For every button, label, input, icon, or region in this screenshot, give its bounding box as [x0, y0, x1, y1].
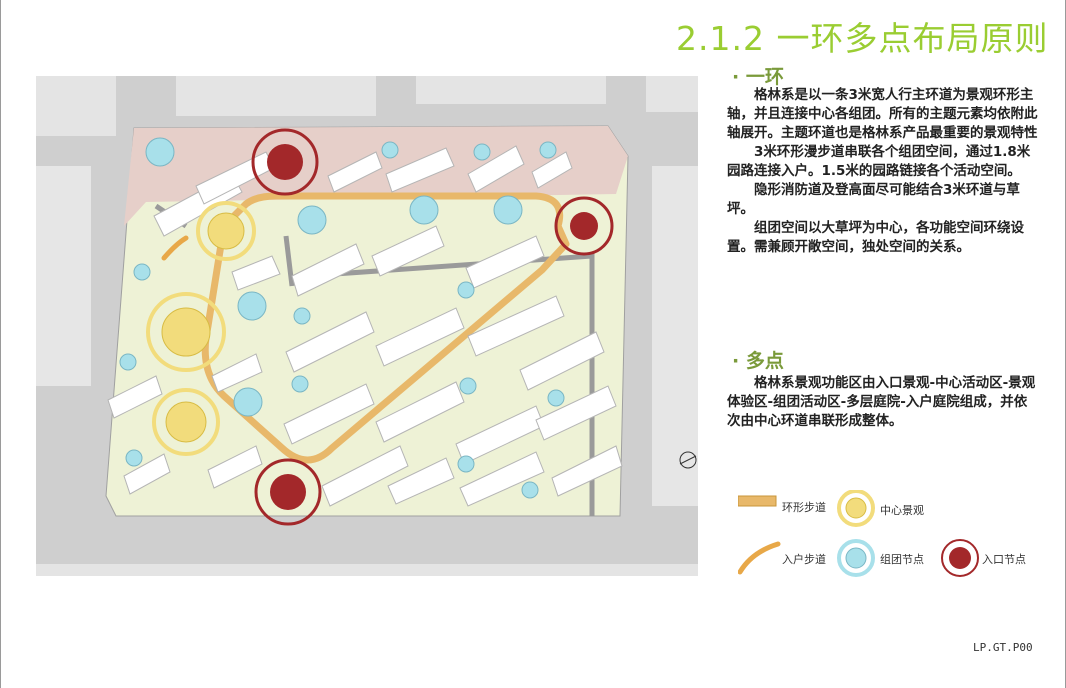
ring-paragraph-3: 隐形消防道及登高面尽可能结合3米环道与草坪。	[727, 182, 1020, 217]
page-title: 2.1.2 一环多点布局原则	[676, 19, 1049, 58]
legend-label-entrance-node: 入口节点	[982, 553, 1026, 566]
ring-paragraph-2: 3米环形漫步道串联各个组团空间，通过1.8米园路连接入户。1.5米的园路链接各个…	[727, 144, 1031, 179]
center-landscape-nodes	[146, 201, 256, 456]
building-block	[646, 76, 698, 112]
legend-label-ring-path: 环形步道	[782, 501, 826, 514]
entry-path	[161, 235, 189, 261]
ring-path-swatch	[738, 495, 777, 507]
section-heading-points: · 多点	[732, 350, 784, 372]
section-body-points: 格林系景观功能区由入口景观-中心活动区-景观体验区-组团活动区-多层庭院-入户庭…	[727, 374, 1039, 431]
ring-paragraph-1: 格林系是以一条3米宽人行主环道为景观环形主轴，并且连接中心各组团。所有的主题元素…	[727, 87, 1038, 141]
ring-paragraph-4: 组团空间以大草坪为中心，各功能空间环绕设置。需兼顾开敞空间，独处空间的关系。	[727, 220, 1024, 255]
building-block	[176, 76, 376, 116]
center-landscape-swatch	[837, 490, 875, 527]
building-block	[36, 564, 698, 576]
entry-plaza	[124, 126, 628, 226]
legend-label-entry-path: 入户步道	[782, 553, 826, 566]
entrance-nodes	[251, 128, 614, 526]
legend-label-group-node: 组团节点	[880, 553, 924, 566]
points-paragraph-1: 格林系景观功能区由入口景观-中心活动区-景观体验区-组团活动区-多层庭院-入户庭…	[727, 375, 1036, 429]
legend	[738, 490, 979, 577]
legend-label-center-landscape: 中心景观	[880, 504, 924, 517]
building-block	[36, 166, 91, 386]
section-body-ring: 格林系是以一条3米宽人行主环道为景观环形主轴，并且连接中心各组团。所有的主题元素…	[727, 86, 1039, 257]
building-block	[36, 76, 116, 136]
building-row	[107, 145, 623, 507]
group-nodes	[119, 137, 565, 499]
building-block	[416, 76, 606, 104]
building-block	[652, 166, 698, 506]
entry-path-swatch	[738, 541, 781, 575]
ring-path	[201, 192, 570, 464]
group-node-swatch	[837, 539, 875, 577]
entrance-node-swatch	[941, 539, 979, 577]
page-code: LP.GT.P00	[973, 641, 1033, 654]
compass-icon	[679, 451, 697, 469]
site-plan	[36, 76, 698, 576]
section-heading-ring: · 一环	[732, 66, 784, 88]
